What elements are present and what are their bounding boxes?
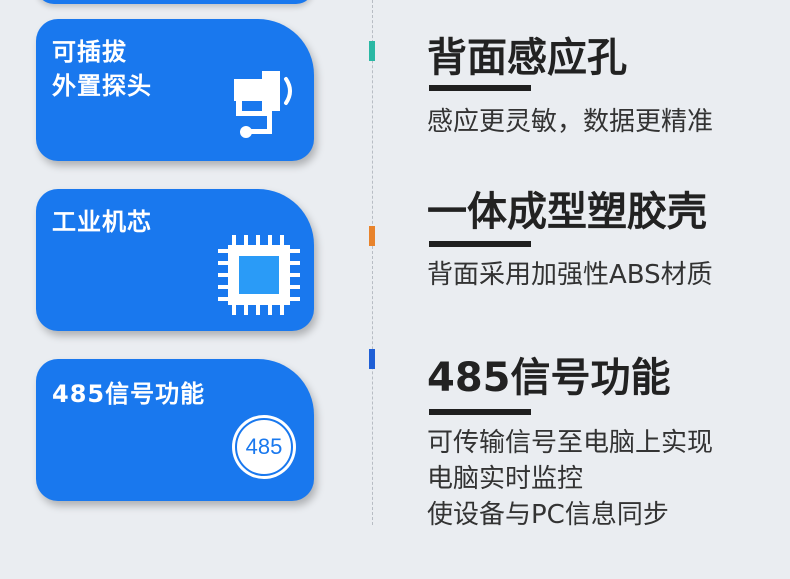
card-title-line: 可插拔 bbox=[52, 38, 127, 66]
feature-description: 可传输信号至电脑上实现 电脑实时监控 使设备与PC信息同步 bbox=[427, 425, 713, 533]
timeline-marker bbox=[369, 226, 375, 246]
probe-plug-icon bbox=[222, 65, 302, 145]
timeline-marker bbox=[369, 349, 375, 369]
feature-description-line: 电脑实时监控 bbox=[427, 464, 584, 494]
feature-card-probe: 可插拔 外置探头 bbox=[36, 19, 314, 161]
card-title: 可插拔 外置探头 bbox=[52, 35, 152, 103]
feature-description-line: 背面采用加强性ABS材质 bbox=[427, 260, 713, 290]
feature-description: 感应更灵敏，数据更精准 bbox=[427, 104, 713, 140]
feature-title: 背面感应孔 bbox=[427, 35, 627, 81]
feature-title: 485信号功能 bbox=[427, 355, 671, 401]
previous-card-edge bbox=[36, 0, 314, 4]
feature-description-line: 感应更灵敏，数据更精准 bbox=[427, 107, 714, 137]
card-title-line: 工业机芯 bbox=[52, 208, 152, 236]
feature-description-line: 可传输信号至电脑上实现 bbox=[427, 428, 714, 458]
card-title-line: 外置探头 bbox=[52, 72, 152, 100]
card-title: 485信号功能 bbox=[52, 377, 205, 411]
feature-underline bbox=[429, 241, 531, 247]
feature-description: 背面采用加强性ABS材质 bbox=[427, 257, 713, 293]
timeline-marker bbox=[369, 41, 375, 61]
feature-title: 一体成型塑胶壳 bbox=[427, 189, 707, 235]
card-title-line: 485信号功能 bbox=[52, 380, 206, 408]
feature-description-line: 使设备与PC信息同步 bbox=[427, 500, 669, 530]
feature-card-chip: 工业机芯 bbox=[36, 189, 314, 331]
card-title: 工业机芯 bbox=[52, 205, 152, 239]
timeline-divider bbox=[372, 0, 373, 525]
feature-card-485: 485信号功能 485 bbox=[36, 359, 314, 501]
feature-underline bbox=[429, 85, 531, 91]
chip-icon bbox=[218, 235, 300, 319]
badge-485-icon: 485 bbox=[228, 411, 300, 487]
badge-485-text: 485 bbox=[245, 434, 283, 459]
feature-underline bbox=[429, 409, 531, 415]
